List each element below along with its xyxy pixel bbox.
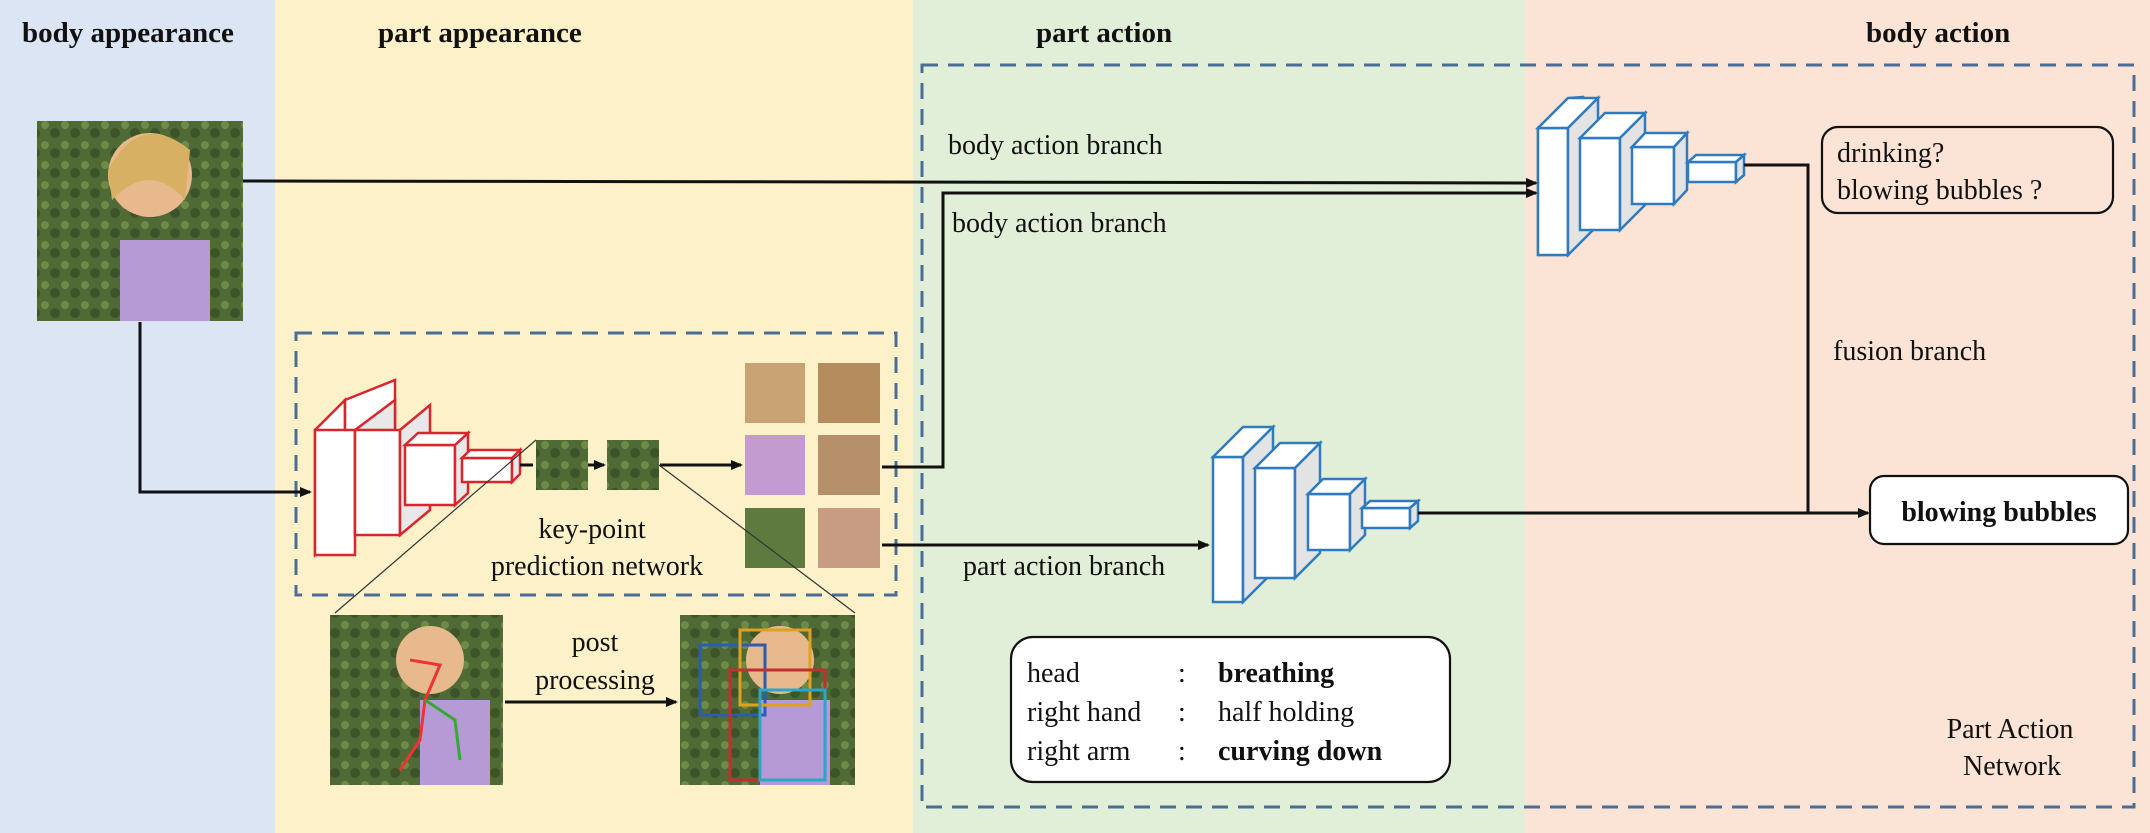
keypoint-image: [330, 615, 503, 785]
part-name: right hand: [1027, 697, 1141, 728]
part-state: breathing: [1218, 658, 1334, 689]
zoom-line-right: [658, 464, 856, 614]
body-query-line2: blowing bubbles ?: [1837, 175, 2042, 206]
label-post-1: post: [572, 627, 619, 658]
header-part-action: part action: [1036, 17, 1172, 49]
postprocessed-image: [680, 615, 855, 785]
part-state: half holding: [1218, 697, 1354, 728]
part-state-row-right-arm: right arm : curving down: [1027, 736, 1383, 767]
header-body-appearance: body appearance: [22, 17, 234, 49]
part-state-row-right-hand: right hand : half holding: [1027, 697, 1354, 728]
body-query-line1: drinking?: [1837, 138, 1944, 169]
input-image: [37, 121, 243, 321]
part-sep: :: [1178, 736, 1186, 767]
part-action-network-box: [920, 63, 2136, 809]
keypoint-network-box: [294, 331, 898, 597]
result-box: [1868, 474, 2130, 546]
label-network-2: Network: [1963, 751, 2061, 782]
heatmap-thumb-2: [607, 440, 659, 490]
keypoint-cnn-icon: [313, 378, 524, 559]
label-keypoint-2: prediction network: [491, 551, 703, 582]
part-states-box: [1009, 635, 1452, 784]
body-action-cnn-icon: [1534, 94, 1748, 259]
header-body-action: body action: [1866, 17, 2010, 49]
part-action-cnn-icon: [1209, 423, 1422, 606]
part-name: right arm: [1027, 736, 1131, 767]
label-network-1: Part Action: [1947, 714, 2074, 745]
part-sep: :: [1178, 658, 1186, 689]
zoom-line-left: [334, 439, 537, 614]
part-state: curving down: [1218, 736, 1383, 767]
label-part-branch: part action branch: [963, 551, 1165, 582]
label-body-branch-2: body action branch: [952, 208, 1167, 239]
part-sep: :: [1178, 697, 1186, 728]
label-body-branch-1: body action branch: [948, 130, 1163, 161]
label-fusion-branch: fusion branch: [1833, 336, 1986, 367]
body-query-box: [1820, 125, 2115, 215]
heatmap-thumb-1: [536, 440, 588, 490]
part-state-row-head: head : breathing: [1027, 658, 1334, 689]
part-crops-grid: [745, 363, 880, 568]
connectors: [138, 163, 1870, 707]
part-name: head: [1027, 658, 1080, 689]
result-label: blowing bubbles: [1901, 497, 2096, 528]
label-post-2: processing: [535, 665, 655, 696]
header-part-appearance: part appearance: [378, 17, 582, 49]
label-keypoint-1: key-point: [538, 514, 646, 545]
